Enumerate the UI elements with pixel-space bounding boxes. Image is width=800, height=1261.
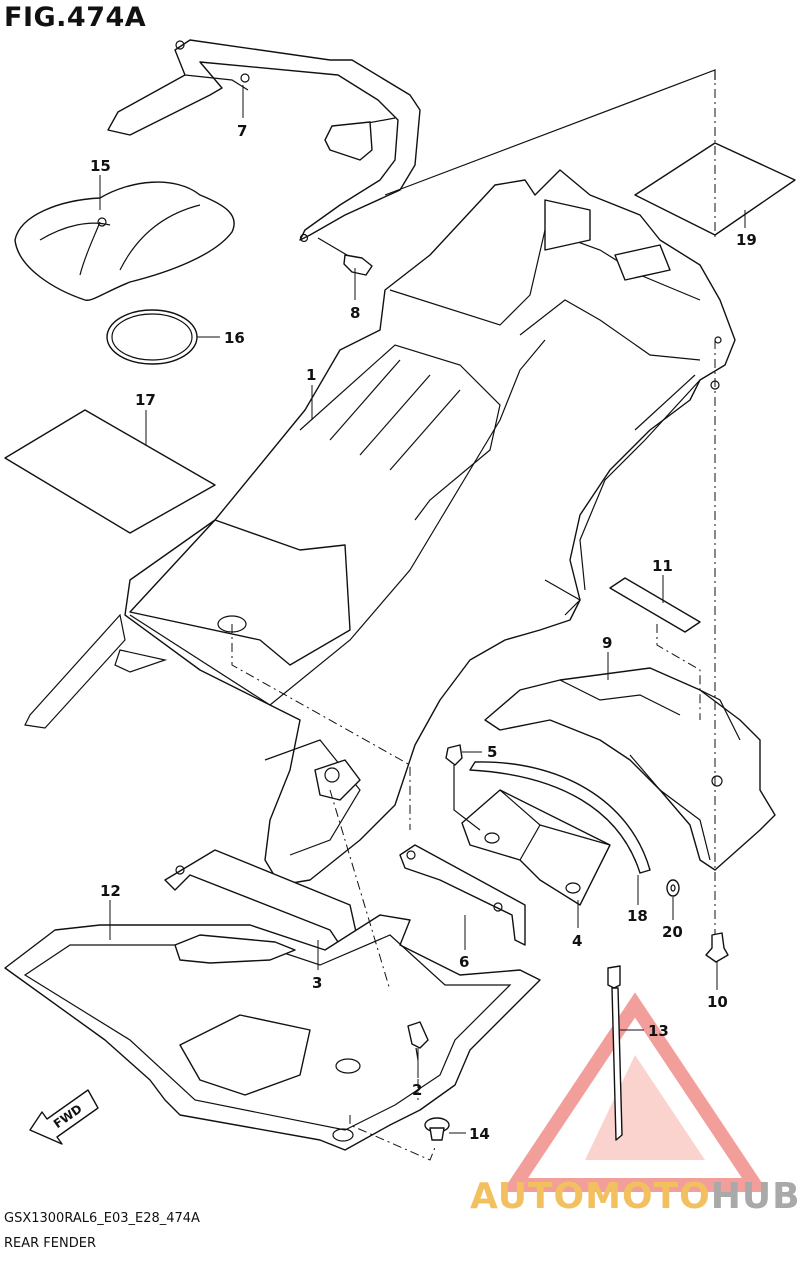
watermark-logo: [501, 992, 769, 1192]
callout-1: 1: [306, 366, 316, 384]
callout-19: 19: [736, 231, 757, 249]
part-bolt-10: [705, 932, 729, 963]
callout-labels: 7 15 8 16 1 17 19 11 9 5 12 3 6 4 18 20 …: [90, 122, 757, 1143]
part-bracket-4: [461, 789, 611, 906]
fwd-arrow-icon: FWD: [29, 1089, 99, 1145]
callout-10: 10: [707, 993, 728, 1011]
watermark-text-hub: HUB: [710, 1176, 800, 1217]
callout-17: 17: [135, 391, 156, 409]
callout-3: 3: [312, 974, 322, 992]
part-rear-fender: [24, 169, 736, 886]
watermark-text-automoto: AUTOMOTO: [470, 1176, 711, 1217]
callout-6: 6: [459, 953, 469, 971]
callout-16: 16: [224, 329, 245, 347]
callout-8: 8: [350, 304, 360, 322]
callout-15: 15: [90, 157, 111, 175]
callout-18: 18: [627, 907, 648, 925]
assembly-guide-lines: [231, 70, 716, 1161]
part-clip-14: [424, 1117, 450, 1141]
callout-13: 13: [648, 1022, 669, 1040]
part-cable-tie-13: [607, 965, 623, 1141]
part-undertray-12: [4, 914, 541, 1151]
part-washer-20: [666, 879, 680, 897]
callout-5: 5: [487, 743, 497, 761]
part-strip-18: [469, 761, 651, 874]
figure-subtitle: REAR FENDER: [4, 1236, 96, 1251]
part-mudguard-9: [484, 667, 776, 871]
part-grab-rail: [107, 39, 421, 243]
callout-7: 7: [237, 122, 247, 140]
part-strip-11: [609, 577, 701, 633]
part-bracket-6: [399, 844, 526, 946]
part-bolt-8: [317, 237, 373, 276]
callout-4: 4: [572, 932, 582, 950]
callout-9: 9: [602, 634, 612, 652]
watermark-text: AUTOMOTOHUB: [470, 1176, 800, 1217]
callout-12: 12: [100, 882, 121, 900]
part-o-ring: [106, 309, 198, 365]
callout-11: 11: [652, 557, 673, 575]
callout-2: 2: [412, 1081, 422, 1099]
frame-guide-line: [384, 69, 716, 196]
figure-title: FIG.474A: [4, 2, 147, 33]
part-seat-cover: [14, 181, 235, 301]
watermark-triangle-inner: [585, 1055, 705, 1160]
callout-20: 20: [662, 923, 683, 941]
watermark-triangle-outer: [501, 992, 769, 1192]
leader-lines: [99, 85, 746, 1134]
figure-code: GSX1300RAL6_E03_E28_474A: [4, 1211, 200, 1226]
part-fastener-5: [445, 744, 481, 831]
callout-14: 14: [469, 1125, 490, 1143]
part-sheet-17: [4, 409, 216, 534]
